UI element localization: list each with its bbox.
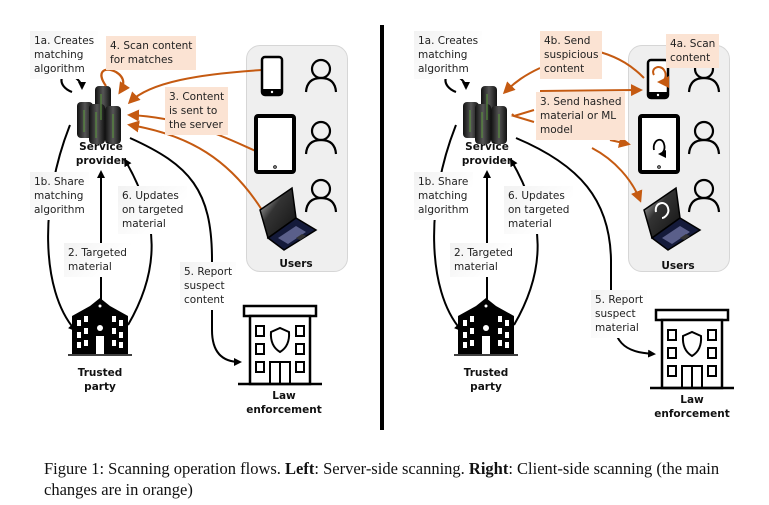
arrow-phone-to-server bbox=[127, 69, 263, 105]
label-5: 5. Report suspect content bbox=[180, 262, 237, 310]
label-3: 3. Content is sent to the server bbox=[165, 87, 229, 135]
panel-divider bbox=[380, 25, 384, 430]
user-icon bbox=[687, 120, 721, 156]
scan-cycle-icon bbox=[652, 138, 667, 158]
trusted-party-building-icon bbox=[67, 297, 133, 356]
police-building-icon bbox=[236, 304, 324, 386]
server-stack-icon bbox=[462, 85, 508, 145]
laptop-icon bbox=[259, 187, 317, 251]
tablet-icon bbox=[638, 114, 680, 174]
node-trusted-party: Trusted party bbox=[463, 367, 509, 393]
arrow-3-fan bbox=[510, 109, 535, 123]
label-2: 2. Targeted material bbox=[450, 243, 517, 277]
label-1a: 1a. Creates matching algorithm bbox=[30, 31, 99, 79]
police-building-icon bbox=[648, 308, 736, 390]
arrow-to-laptop bbox=[591, 147, 643, 203]
node-label: Service provider bbox=[75, 141, 127, 167]
label-6: 6. Updates on targeted material bbox=[118, 186, 188, 234]
label-1b: 1b. Share matching algorithm bbox=[30, 172, 89, 220]
arrow-6 bbox=[509, 158, 539, 326]
arrow-to-tablet bbox=[609, 136, 631, 148]
node-trusted-party: Trusted party bbox=[77, 367, 123, 393]
scan-cycle-icon bbox=[654, 202, 670, 219]
user-icon bbox=[304, 58, 338, 94]
node-service-provider: Service provider bbox=[461, 141, 513, 167]
caption-right-bold: Right bbox=[468, 459, 509, 478]
arrow-5 bbox=[129, 137, 242, 366]
right-panel bbox=[433, 51, 736, 390]
node-law-enforcement: Law enforcement bbox=[246, 390, 322, 416]
arrow-laptop-to-server bbox=[127, 120, 263, 211]
arrow-5 bbox=[515, 137, 656, 358]
left-panel bbox=[47, 55, 338, 386]
label-4: 4. Scan content for matches bbox=[106, 36, 197, 70]
arrow-to-phone bbox=[539, 84, 643, 97]
arrow-1b bbox=[47, 124, 77, 332]
node-users: Users bbox=[279, 258, 313, 270]
node-service-provider: Service provider bbox=[66, 140, 136, 168]
laptop-icon bbox=[643, 187, 701, 251]
server-stack-icon bbox=[76, 85, 122, 145]
label-4b: 4b. Send suspicious content bbox=[540, 31, 603, 79]
scan-cycle-icon bbox=[652, 66, 670, 88]
user-icon bbox=[304, 120, 338, 156]
label-5: 5. Report suspect material bbox=[591, 290, 648, 338]
diagram-graphics bbox=[47, 51, 736, 390]
smartphone-icon bbox=[260, 55, 284, 97]
caption-right-text: : Client-side scanning (the main changes… bbox=[44, 459, 720, 499]
label-1b: 1b. Share matching algorithm bbox=[414, 172, 473, 220]
arrow-4b bbox=[502, 67, 541, 95]
tablet-icon bbox=[254, 114, 296, 174]
label-3: 3. Send hashed material or ML model bbox=[536, 92, 626, 140]
user-icon bbox=[304, 178, 338, 214]
figure-stage: 1a. Creates matching algorithm 4. Scan c… bbox=[30, 25, 736, 430]
arrow-6 bbox=[123, 158, 153, 326]
label-2: 2. Targeted material bbox=[64, 243, 131, 277]
label-4a: 4a. Scan content bbox=[666, 34, 720, 68]
node-users: Users bbox=[661, 260, 695, 272]
caption-left-text: : Server-side scanning. bbox=[314, 459, 469, 478]
trusted-party-building-icon bbox=[453, 297, 519, 356]
label-1a: 1a. Creates matching algorithm bbox=[414, 31, 483, 79]
user-icon bbox=[687, 178, 721, 214]
caption-left-bold: Left bbox=[285, 459, 315, 478]
label-6: 6. Updates on targeted material bbox=[504, 186, 574, 234]
caption-prefix: Figure 1: Scanning operation flows. bbox=[44, 459, 286, 478]
figure-caption: Figure 1: Scanning operation flows. Left… bbox=[44, 458, 744, 500]
arrow-4b-source bbox=[599, 51, 645, 79]
node-law-enforcement: Law enforcement bbox=[654, 394, 730, 420]
arrow-1b bbox=[433, 124, 463, 332]
loop-arrow-4 bbox=[100, 68, 130, 95]
